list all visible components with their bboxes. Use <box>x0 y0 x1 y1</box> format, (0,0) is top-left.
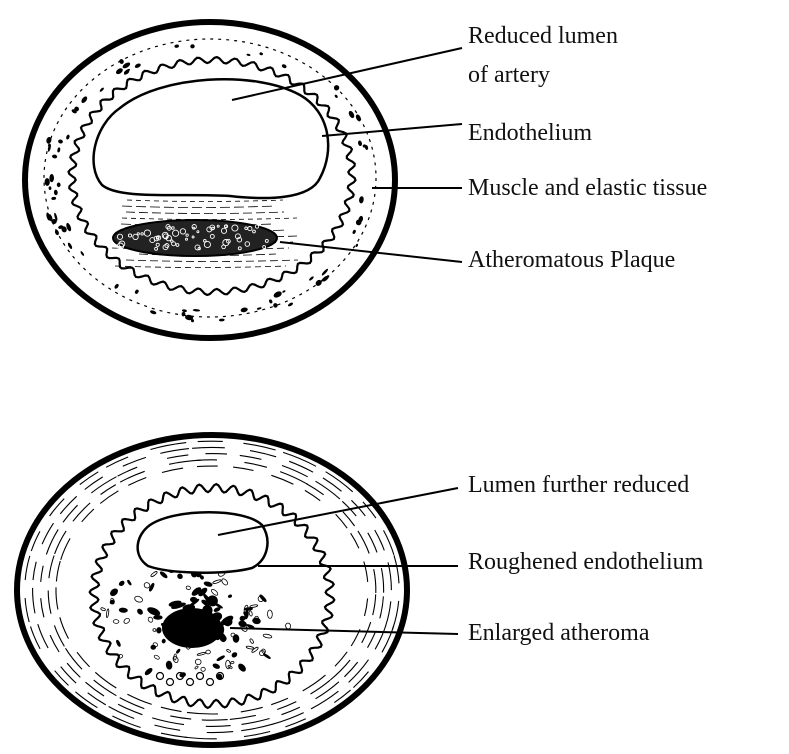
label-reduced-lumen-line2: of artery <box>468 62 550 88</box>
label-endothelium: Endothelium <box>468 120 592 146</box>
label-lumen-further-reduced: Lumen further reduced <box>468 472 689 498</box>
atheroma-fleck <box>157 627 162 633</box>
atheroma-fleck <box>119 608 127 613</box>
wall-stroke <box>205 454 227 455</box>
atheroma-fleck <box>244 607 252 610</box>
label-muscle-elastic-tissue: Muscle and elastic tissue <box>468 175 707 201</box>
label-reduced-lumen-line1: Reduced lumen <box>468 23 618 49</box>
wall-stroke <box>197 466 218 467</box>
atheroma-fleck <box>154 615 163 619</box>
top-atheromatous-plaque <box>113 220 277 256</box>
label-roughened-endothelium: Roughened endothelium <box>468 549 704 575</box>
bottom-artery-cross-section <box>17 435 407 745</box>
label-enlarged-atheroma: Enlarged atheroma <box>468 620 650 646</box>
label-atheromatous-plaque: Atheromatous Plaque <box>468 247 675 273</box>
atheroma-core <box>162 608 222 648</box>
bottom-lumen <box>138 512 268 572</box>
wall-stroke <box>197 460 217 461</box>
atheroma-fleck <box>162 639 166 643</box>
wall-stroke <box>202 720 228 721</box>
top-artery-cross-section <box>25 22 395 338</box>
atheroma-fleck <box>233 635 239 643</box>
